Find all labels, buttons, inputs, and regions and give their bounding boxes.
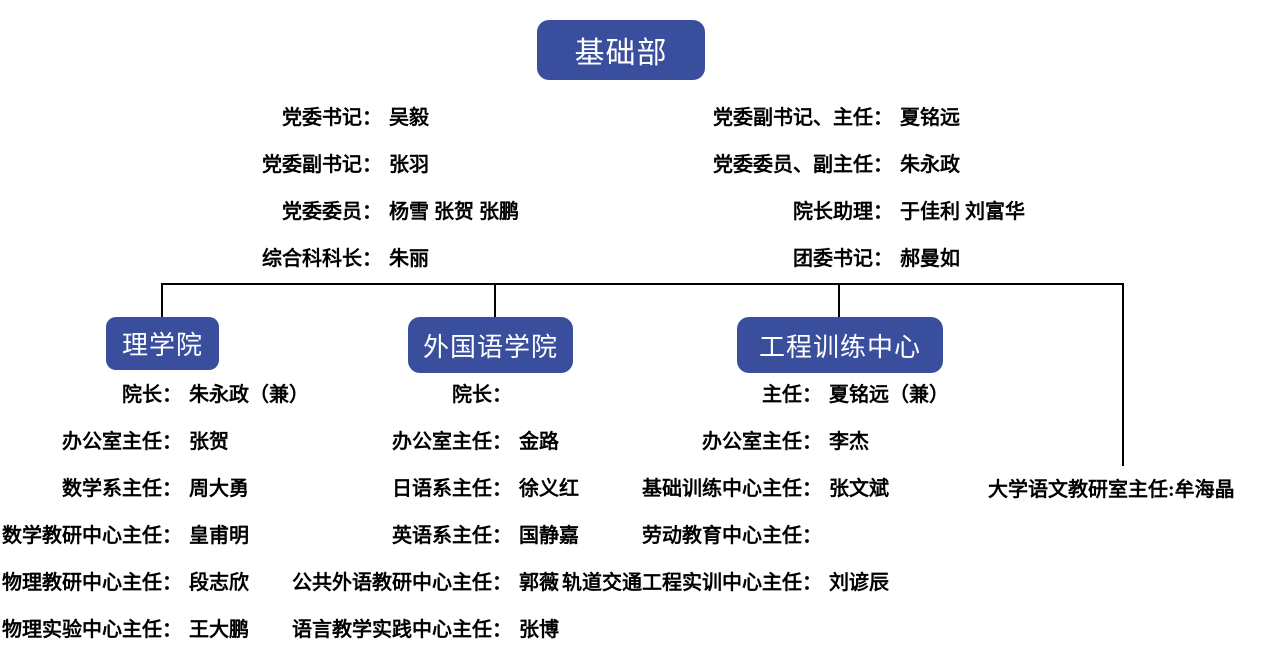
org-row: 办公室主任： 李杰 bbox=[558, 416, 949, 463]
person-name: 徐义红 bbox=[519, 478, 579, 500]
role-label: 数学教研中心主任： bbox=[2, 525, 182, 547]
person-name: 于佳利 刘富华 bbox=[900, 201, 1025, 223]
chinese-language-office-row: 大学语文教研室主任:牟海晶 bbox=[988, 464, 1235, 511]
org-row: 党委委员、副主任： 朱永政 bbox=[660, 139, 1025, 186]
role-label: 大学语文教研室主任: bbox=[988, 479, 1175, 501]
engineering-training-center-roster: 主任： 夏铭远（兼） 办公室主任： 李杰 基础训练中心主任： 张文斌 劳动教育中心主任… bbox=[558, 369, 949, 604]
connector-drop-foreign-lang bbox=[494, 283, 496, 317]
org-row: 英语系主任： 国静嘉 bbox=[282, 510, 579, 557]
science-college-roster: 院长： 朱永政（兼） 办公室主任： 张贺 数学系主任： 周大勇 数学教研中心主任： 皇甫… bbox=[0, 369, 309, 651]
org-row: 基础训练中心主任： 张文斌 bbox=[558, 463, 949, 510]
org-row: 办公室主任： 金路 bbox=[282, 416, 579, 463]
role-label: 团委书记： bbox=[793, 248, 893, 270]
org-row: 公共外语教研中心主任： 郭薇 bbox=[282, 557, 579, 604]
org-row: 物理实验中心主任： 王大鹏 bbox=[0, 604, 309, 651]
org-row: 劳动教育中心主任： bbox=[558, 510, 949, 557]
org-row: 党委副书记： 张羽 bbox=[240, 139, 519, 186]
role-label: 数学系主任： bbox=[62, 478, 182, 500]
role-label: 英语系主任： bbox=[392, 525, 512, 547]
role-label: 党委副书记： bbox=[262, 154, 382, 176]
org-row: 主任： 夏铭远（兼） bbox=[558, 369, 949, 416]
person-name: 刘谚辰 bbox=[829, 572, 889, 594]
person-name: 金路 bbox=[519, 431, 559, 453]
connector-drop-engineering bbox=[838, 283, 840, 317]
connector-horizontal bbox=[162, 283, 1124, 285]
role-label: 轨道交通工程实训中心主任： bbox=[562, 572, 822, 594]
connector-drop-science bbox=[161, 283, 163, 317]
org-row: 轨道交通工程实训中心主任： 刘谚辰 bbox=[558, 557, 949, 604]
role-label: 办公室主任： bbox=[62, 431, 182, 453]
org-box-root: 基础部 bbox=[537, 20, 705, 80]
org-row: 物理教研中心主任： 段志欣 bbox=[0, 557, 309, 604]
root-leadership-right: 党委副书记、主任： 夏铭远 党委委员、副主任： 朱永政 院长助理： 于佳利 刘富华 团… bbox=[660, 92, 1025, 280]
org-row: 办公室主任： 张贺 bbox=[0, 416, 309, 463]
role-label: 院长助理： bbox=[793, 201, 893, 223]
person-name: 夏铭远 bbox=[900, 107, 960, 129]
role-label: 劳动教育中心主任： bbox=[642, 525, 822, 547]
role-label: 物理实验中心主任： bbox=[2, 619, 182, 641]
org-box-engineering-training-center-label: 工程训练中心 bbox=[758, 332, 921, 362]
role-label: 办公室主任： bbox=[392, 431, 512, 453]
org-row: 数学教研中心主任： 皇甫明 bbox=[0, 510, 309, 557]
role-label: 办公室主任： bbox=[702, 431, 822, 453]
person-name: 郝曼如 bbox=[900, 248, 960, 270]
role-label: 党委委员、副主任： bbox=[713, 154, 893, 176]
org-box-engineering-training-center: 工程训练中心 bbox=[737, 317, 943, 373]
org-row: 院长： 朱永政（兼） bbox=[0, 369, 309, 416]
org-box-science-college: 理学院 bbox=[106, 317, 219, 370]
org-row: 党委委员： 杨雪 张贺 张鹏 bbox=[240, 186, 519, 233]
role-label: 院长： bbox=[452, 384, 512, 406]
person-name: 皇甫明 bbox=[189, 525, 249, 547]
role-label: 主任： bbox=[762, 384, 822, 406]
person-name: 张羽 bbox=[389, 154, 429, 176]
org-row: 院长助理： 于佳利 刘富华 bbox=[660, 186, 1025, 233]
role-label: 党委书记： bbox=[282, 107, 382, 129]
person-name: 周大勇 bbox=[189, 478, 249, 500]
person-name: 张文斌 bbox=[829, 478, 889, 500]
person-name: 夏铭远（兼） bbox=[829, 384, 949, 406]
person-name: 吴毅 bbox=[389, 107, 429, 129]
org-row: 党委书记： 吴毅 bbox=[240, 92, 519, 139]
role-label: 公共外语教研中心主任： bbox=[292, 572, 512, 594]
role-label: 党委委员： bbox=[282, 201, 382, 223]
org-box-science-college-label: 理学院 bbox=[121, 331, 203, 360]
role-label: 物理教研中心主任： bbox=[2, 572, 182, 594]
root-leadership-left: 党委书记： 吴毅 党委副书记： 张羽 党委委员： 杨雪 张贺 张鹏 综合科科长： 朱丽 bbox=[240, 92, 519, 280]
org-box-foreign-language-college-label: 外国语学院 bbox=[422, 332, 558, 362]
org-row: 院长： bbox=[282, 369, 579, 416]
org-box-foreign-language-college: 外国语学院 bbox=[408, 317, 573, 373]
person-name: 牟海晶 bbox=[1174, 479, 1235, 501]
person-name: 张博 bbox=[519, 619, 559, 641]
person-name: 朱丽 bbox=[389, 248, 429, 270]
org-row: 数学系主任： 周大勇 bbox=[0, 463, 309, 510]
person-name: 郭薇 bbox=[519, 572, 559, 594]
role-label: 基础训练中心主任： bbox=[642, 478, 822, 500]
org-row: 党委副书记、主任： 夏铭远 bbox=[660, 92, 1025, 139]
person-name: 李杰 bbox=[829, 431, 869, 453]
person-name: 张贺 bbox=[189, 431, 229, 453]
org-row: 团委书记： 郝曼如 bbox=[660, 233, 1025, 280]
role-label: 院长： bbox=[122, 384, 182, 406]
org-row: 语言教学实践中心主任： 张博 bbox=[282, 604, 579, 651]
role-label: 日语系主任： bbox=[392, 478, 512, 500]
role-label: 语言教学实践中心主任： bbox=[292, 619, 512, 641]
role-label: 综合科科长： bbox=[262, 248, 382, 270]
foreign-language-college-roster: 院长： 办公室主任： 金路 日语系主任： 徐义红 英语系主任： 国静嘉 公共外语教研中… bbox=[282, 369, 579, 651]
person-name: 杨雪 张贺 张鹏 bbox=[389, 201, 519, 223]
org-box-root-label: 基础部 bbox=[574, 37, 668, 70]
person-name: 王大鹏 bbox=[189, 619, 249, 641]
person-name: 朱永政 bbox=[900, 154, 960, 176]
person-name: 段志欣 bbox=[189, 572, 249, 594]
org-row: 日语系主任： 徐义红 bbox=[282, 463, 579, 510]
person-name: 国静嘉 bbox=[519, 525, 579, 547]
person-name: 朱永政（兼） bbox=[189, 384, 309, 406]
org-row: 综合科科长： 朱丽 bbox=[240, 233, 519, 280]
role-label: 党委副书记、主任： bbox=[713, 107, 893, 129]
connector-drop-chinese-office bbox=[1122, 283, 1124, 466]
